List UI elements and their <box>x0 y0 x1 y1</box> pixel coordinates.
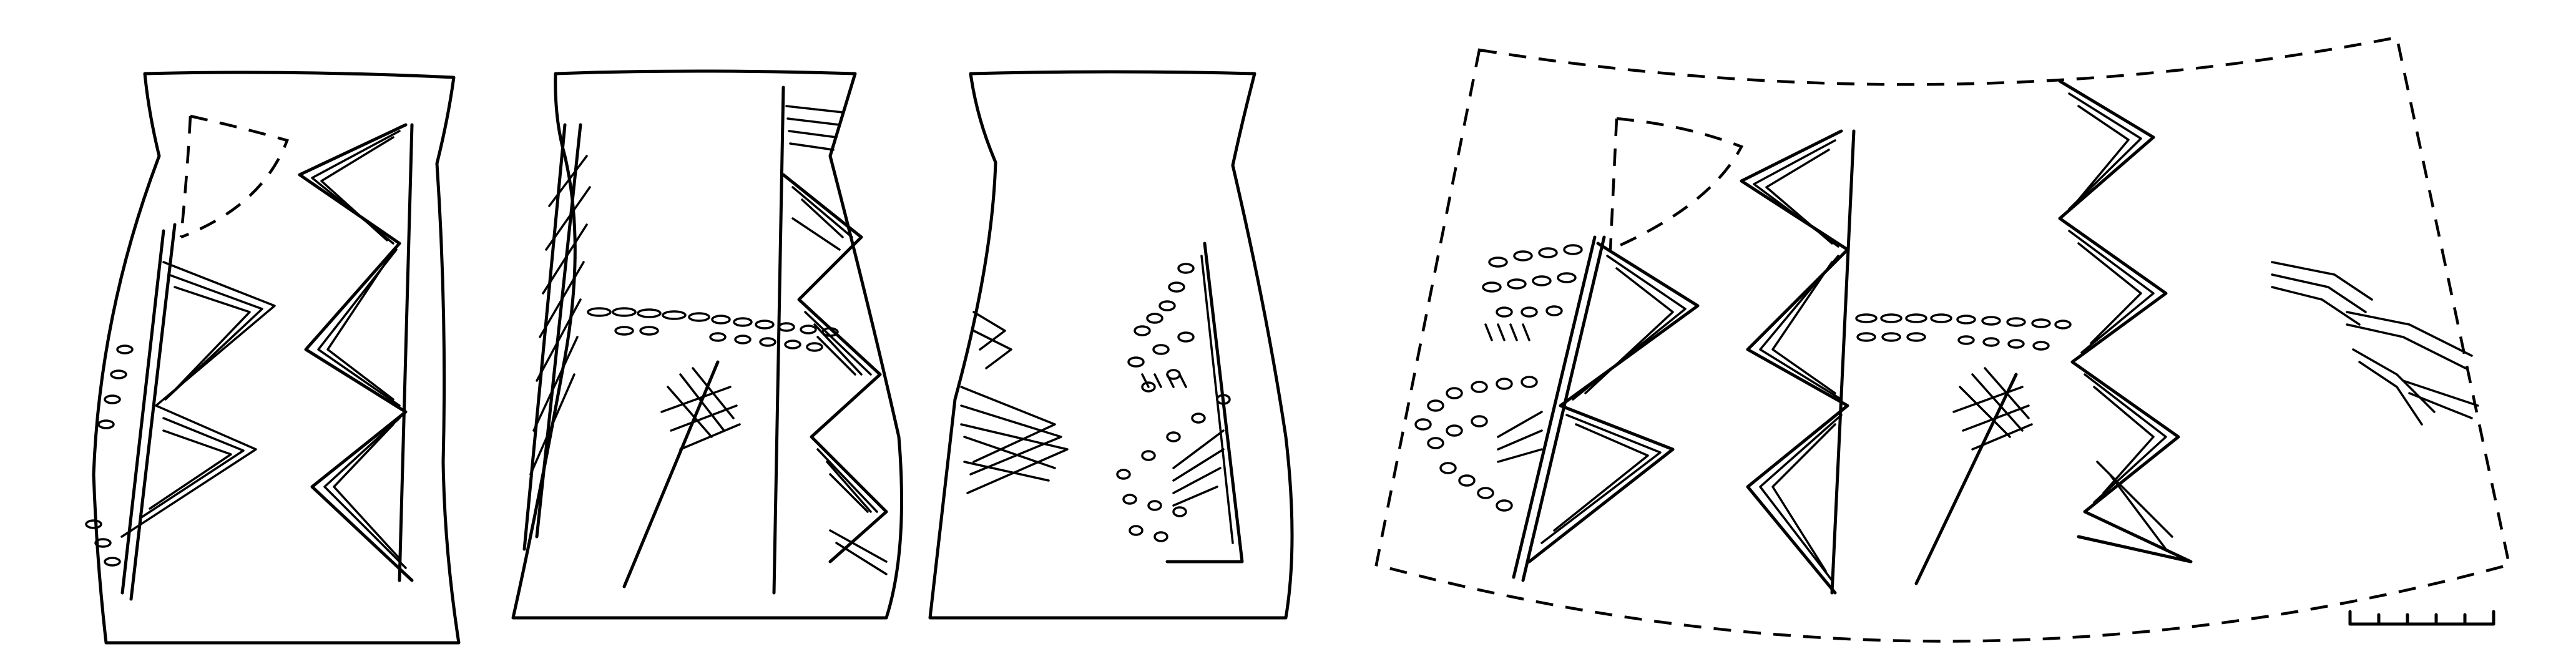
branch-motif <box>622 360 741 588</box>
fringe-marks <box>1141 373 1225 507</box>
reconstruction-dash <box>180 114 289 239</box>
vessel-view-1 <box>85 71 461 645</box>
vessel-outline <box>511 69 903 620</box>
rollout-frame <box>1374 36 2511 643</box>
rollout-triangles <box>1527 129 1856 595</box>
reconstruction-dash <box>179 115 192 238</box>
rollout-panel <box>1374 36 2511 643</box>
rollout-chevron-far-right <box>2271 261 2479 426</box>
diagonal-incision <box>120 223 177 601</box>
left-edge-band <box>522 123 591 551</box>
vessel-view-2 <box>511 69 903 620</box>
rollout-dotted-row <box>1855 313 2072 351</box>
rollout-branch-motif <box>1914 367 2033 585</box>
vessel-view-3 <box>928 70 1294 620</box>
reconstruction-section <box>1512 117 1744 582</box>
chevron-feather <box>960 311 1069 494</box>
rollout-dots-left <box>1414 244 1583 512</box>
rollout-fringe <box>1484 323 1543 463</box>
vessel-outline <box>92 71 461 645</box>
vessel-outline <box>928 70 1294 620</box>
edge-marks <box>85 344 134 567</box>
zigzag-band-right <box>298 123 414 582</box>
dotted-row <box>587 307 839 352</box>
scale-bar <box>2348 610 2495 626</box>
zigzag-band-right <box>772 85 888 595</box>
rollout-zigzag-right <box>2058 79 2193 564</box>
zigzag-band-left <box>120 261 276 538</box>
